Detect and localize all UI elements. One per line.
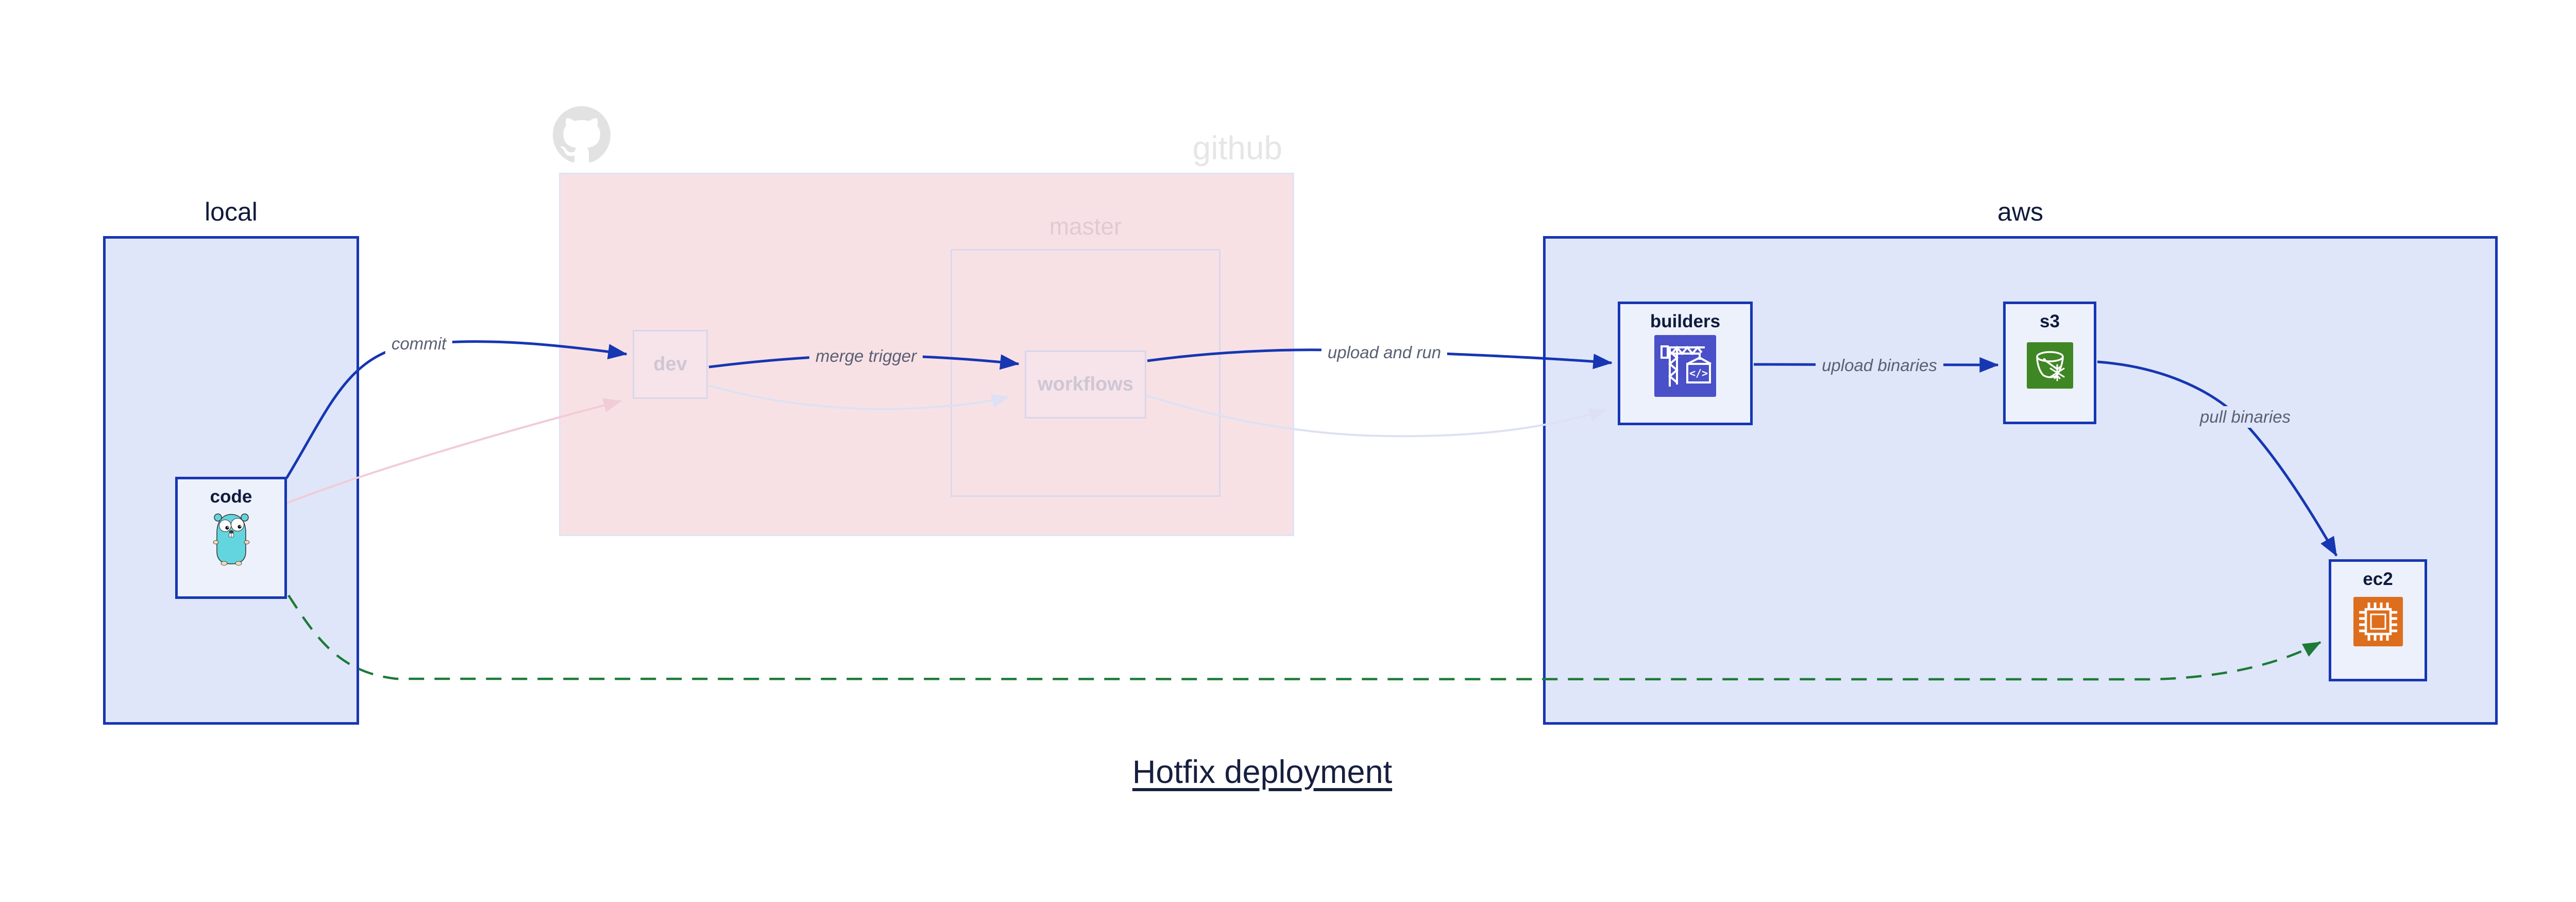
github-label: github [1192, 129, 1282, 166]
codebuild-crane-icon: </> [1654, 335, 1716, 397]
node-dev-label: dev [653, 353, 687, 375]
master-branch-box [951, 249, 1221, 497]
ec2-chip-icon [2353, 597, 2403, 646]
node-builders: builders </> [1618, 302, 1753, 425]
node-workflows: workflows [1025, 350, 1146, 419]
node-workflows-label: workflows [1038, 373, 1133, 395]
edge-label-merge-trigger: merge trigger [809, 345, 923, 367]
edge-label-commit: commit [385, 333, 453, 355]
node-s3: s3 [2003, 302, 2096, 424]
node-code: code [175, 477, 287, 599]
edge-faded-dev-to-workflows [708, 385, 1010, 411]
edge-pull-binaries-line [2097, 360, 2338, 557]
edge-faded-code-to-dev [286, 398, 622, 504]
master-label: master [1049, 213, 1122, 240]
node-dev: dev [633, 330, 708, 399]
edge-faded-workflows-to-builders [1147, 395, 1607, 438]
edge-commit-line [285, 340, 628, 479]
s3-glacier-bucket-icon [2026, 342, 2073, 389]
node-ec2: ec2 [2329, 559, 2427, 681]
local-label: local [205, 197, 258, 226]
edge-label-upload-and-run: upload and run [1321, 342, 1448, 363]
node-ec2-label: ec2 [2363, 569, 2393, 589]
edge-label-pull-binaries: pull binaries [2193, 406, 2297, 428]
codebuild-icon-code-glyph: </> [1689, 367, 1708, 379]
aws-label: aws [1997, 197, 2043, 226]
edge-label-upload-binaries: upload binaries [1816, 355, 1943, 376]
go-gopher-icon [213, 513, 249, 566]
node-code-label: code [210, 487, 252, 507]
node-builders-label: builders [1650, 311, 1721, 331]
diagram-title: Hotfix deployment [1132, 754, 1393, 790]
node-s3-label: s3 [2040, 311, 2060, 331]
edge-hotfix-dashed-line [287, 594, 2321, 681]
github-octocat-icon [553, 106, 611, 163]
